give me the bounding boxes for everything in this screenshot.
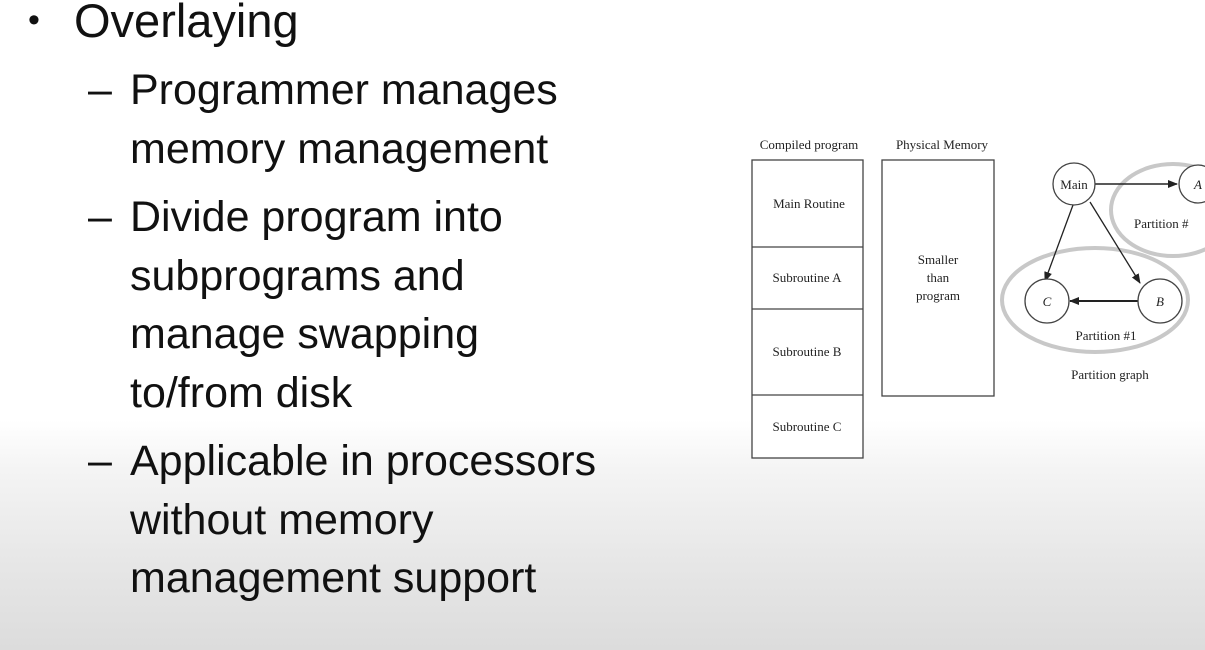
dash-icon: – xyxy=(88,66,112,114)
partition-graph-caption: Partition graph xyxy=(1071,367,1149,382)
dash-icon: – xyxy=(88,193,112,241)
physical-memory-box xyxy=(881,159,995,397)
node-a-label: A xyxy=(1193,177,1202,192)
node-c-label: C xyxy=(1043,294,1052,309)
segment-subroutine-c: Subroutine C xyxy=(773,419,842,434)
physical-memory-text-line: than xyxy=(927,270,950,285)
overlay-diagram: Compiled program Physical Memory Main Ro… xyxy=(740,130,1205,470)
sub-bullet-text: Applicable in processors without memory … xyxy=(130,437,597,602)
segment-main-routine: Main Routine xyxy=(773,196,845,211)
sub-bullet: – Applicable in processors without memor… xyxy=(88,432,688,608)
overlay-diagram-svg: Compiled program Physical Memory Main Ro… xyxy=(751,137,1205,459)
segment-subroutine-a: Subroutine A xyxy=(773,270,843,285)
sub-bullet-text: Programmer manages memory management xyxy=(130,66,558,173)
sub-bullet: – Divide program into subprograms and ma… xyxy=(88,188,688,422)
node-b xyxy=(1137,278,1183,324)
dash-icon: – xyxy=(88,437,112,485)
partition-1-ellipse xyxy=(1000,246,1190,354)
node-c xyxy=(1024,278,1070,324)
sub-bullet-text: Divide program into subprograms and mana… xyxy=(130,193,503,417)
partition-2-ellipse xyxy=(1109,162,1205,258)
physical-memory-text-line: program xyxy=(916,288,960,303)
bullet-dot-icon: • xyxy=(28,1,40,39)
edge-main-to-b xyxy=(1089,201,1141,284)
node-a xyxy=(1178,164,1205,204)
node-main-label: Main xyxy=(1060,177,1088,192)
physical-memory-text-line: Smaller xyxy=(918,252,959,267)
main-bullet: • Overlaying xyxy=(28,0,688,49)
segment-subroutine-b: Subroutine B xyxy=(773,344,842,359)
main-bullet-text: Overlaying xyxy=(74,0,299,47)
node-main xyxy=(1052,162,1096,206)
partition-1-label: Partition #1 xyxy=(1075,328,1136,343)
partition-2-label: Partition # xyxy=(1134,216,1189,231)
bullet-list: • Overlaying – Programmer manages memory… xyxy=(28,0,688,618)
edge-main-to-c xyxy=(1044,204,1074,282)
sub-bullet: – Programmer manages memory management xyxy=(88,61,688,178)
compiled-program-label: Compiled program xyxy=(760,137,859,152)
sub-bullet-list: – Programmer manages memory management –… xyxy=(88,61,688,608)
node-b-label: B xyxy=(1156,294,1164,309)
physical-memory-label: Physical Memory xyxy=(896,137,989,152)
